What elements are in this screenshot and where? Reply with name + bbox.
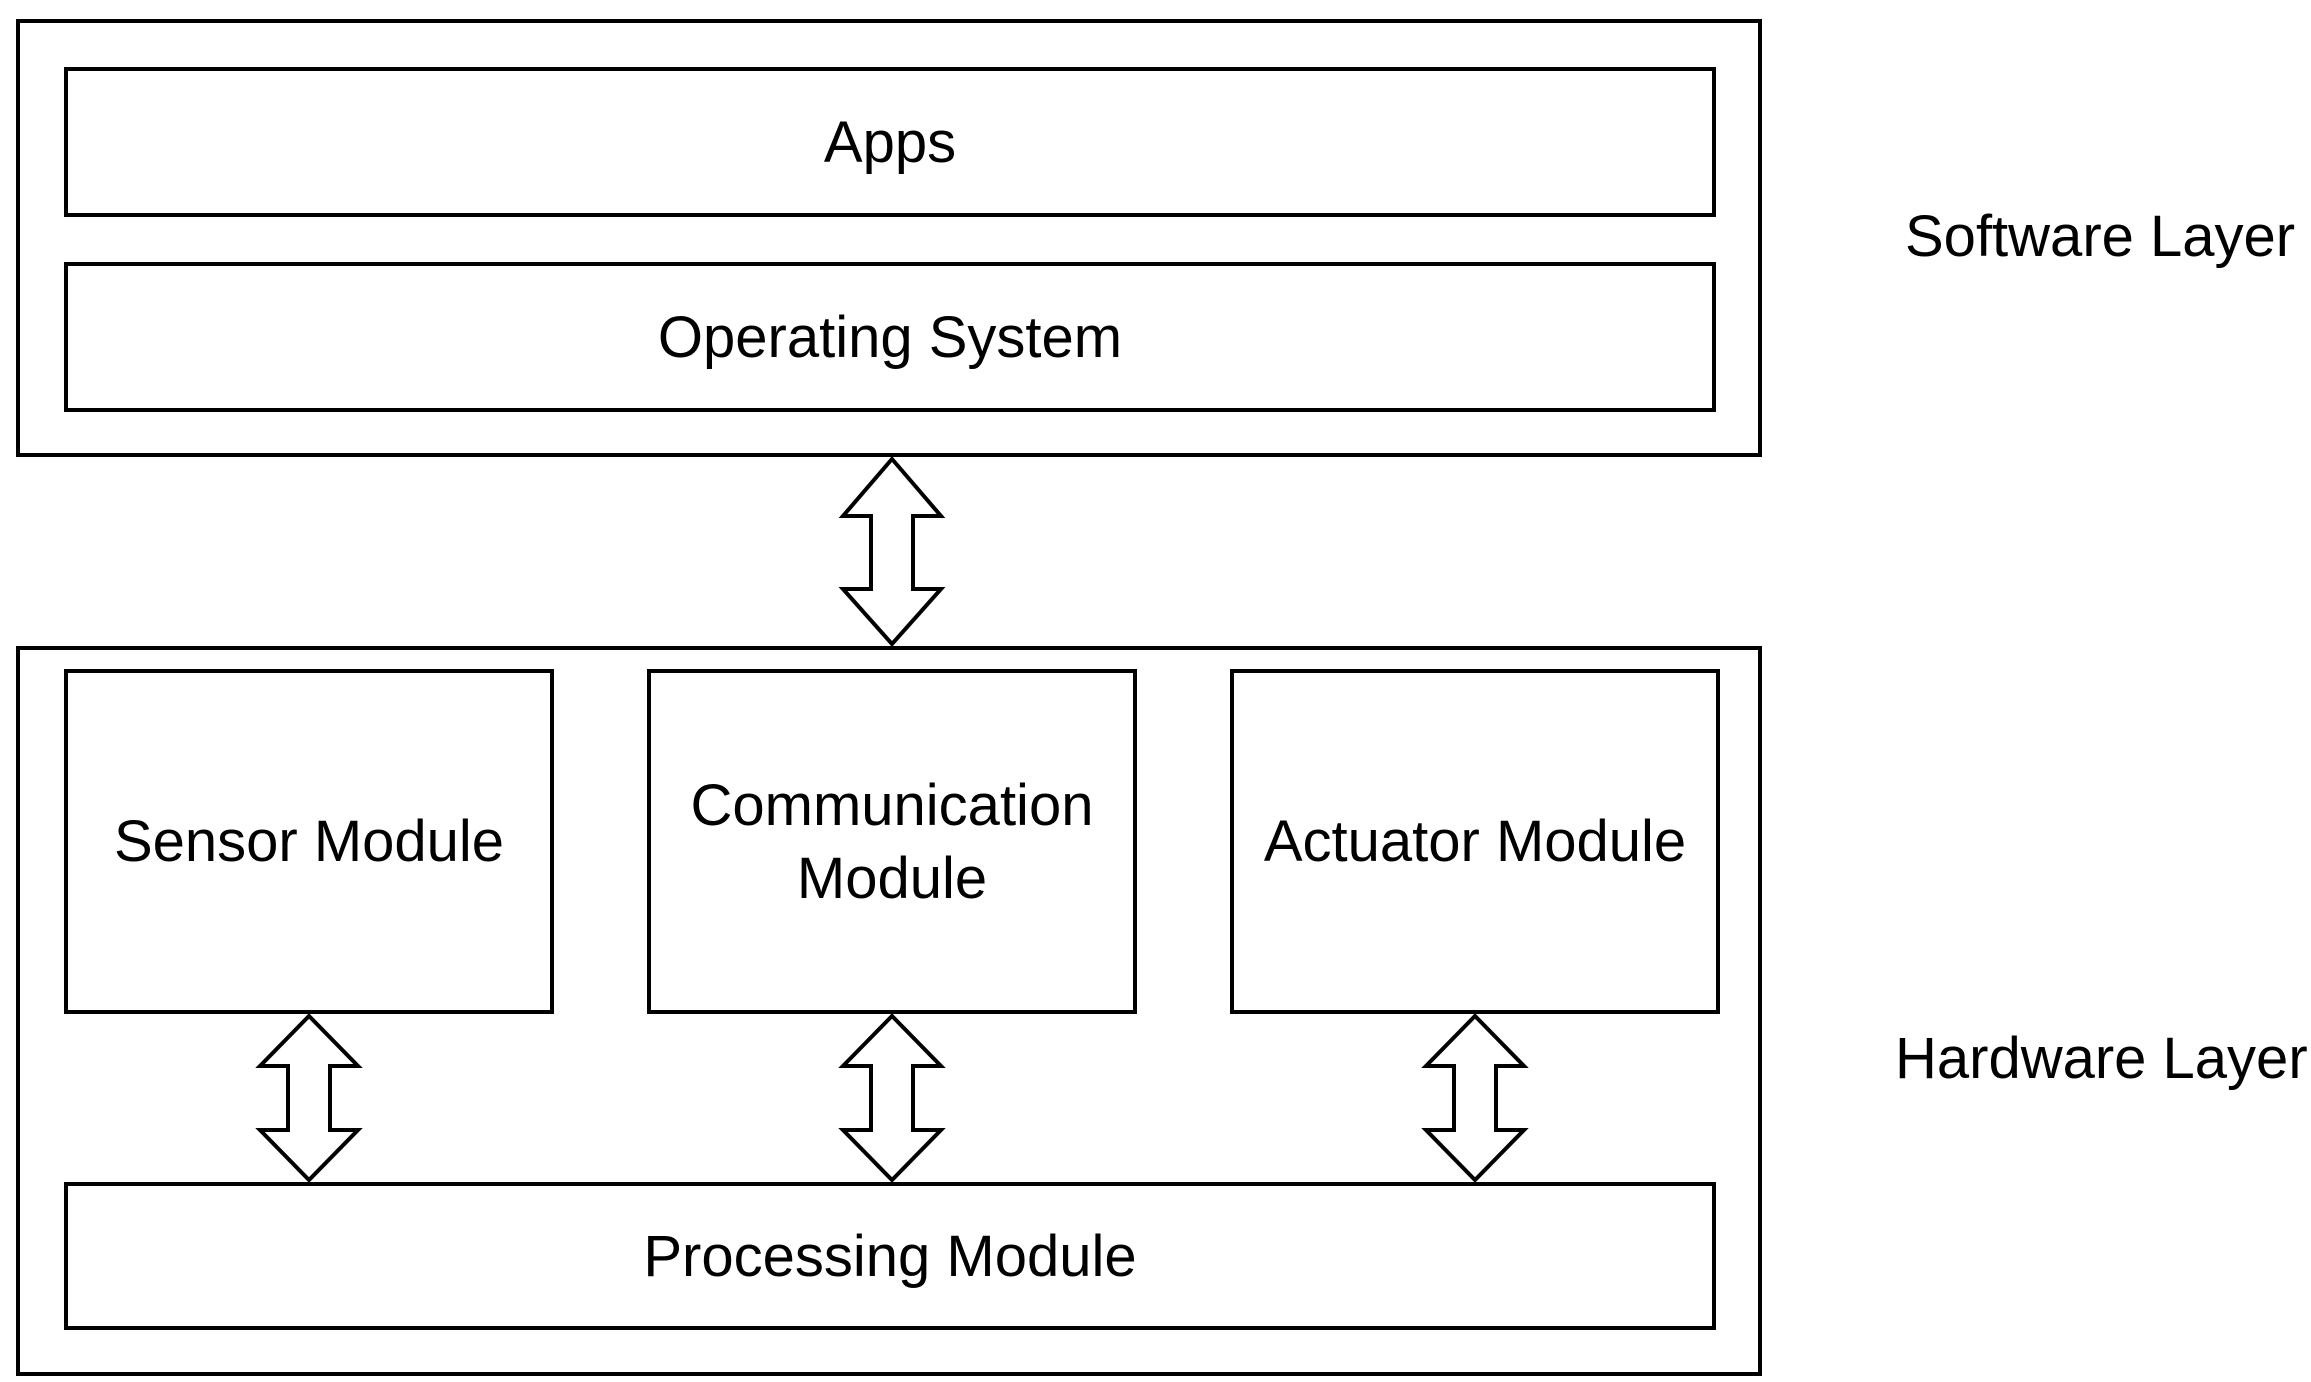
communication-module-box: Communication Module <box>647 669 1137 1014</box>
software-layer-label: Software Layer <box>1905 204 2296 269</box>
actuator-module-box: Actuator Module <box>1230 669 1720 1014</box>
operating-system-label: Operating System <box>657 304 1123 370</box>
sensor-module-box: Sensor Module <box>64 669 554 1014</box>
apps-label: Apps <box>823 109 957 175</box>
communication-processing-double-arrow <box>838 1013 946 1183</box>
communication-module-label-line2: Module <box>796 845 988 911</box>
processing-module-box: Processing Module <box>64 1182 1716 1330</box>
actuator-processing-double-arrow <box>1421 1013 1529 1183</box>
sensor-module-label: Sensor Module <box>113 809 505 874</box>
apps-box: Apps <box>64 67 1716 217</box>
operating-system-box: Operating System <box>64 262 1716 412</box>
sensor-processing-double-arrow <box>255 1013 363 1183</box>
hardware-layer-label: Hardware Layer <box>1895 1026 2308 1091</box>
processing-module-label: Processing Module <box>643 1223 1137 1289</box>
actuator-module-label: Actuator Module <box>1263 809 1687 874</box>
os-hardware-double-arrow <box>838 455 946 648</box>
communication-module-label-line1: Communication <box>690 772 1094 838</box>
